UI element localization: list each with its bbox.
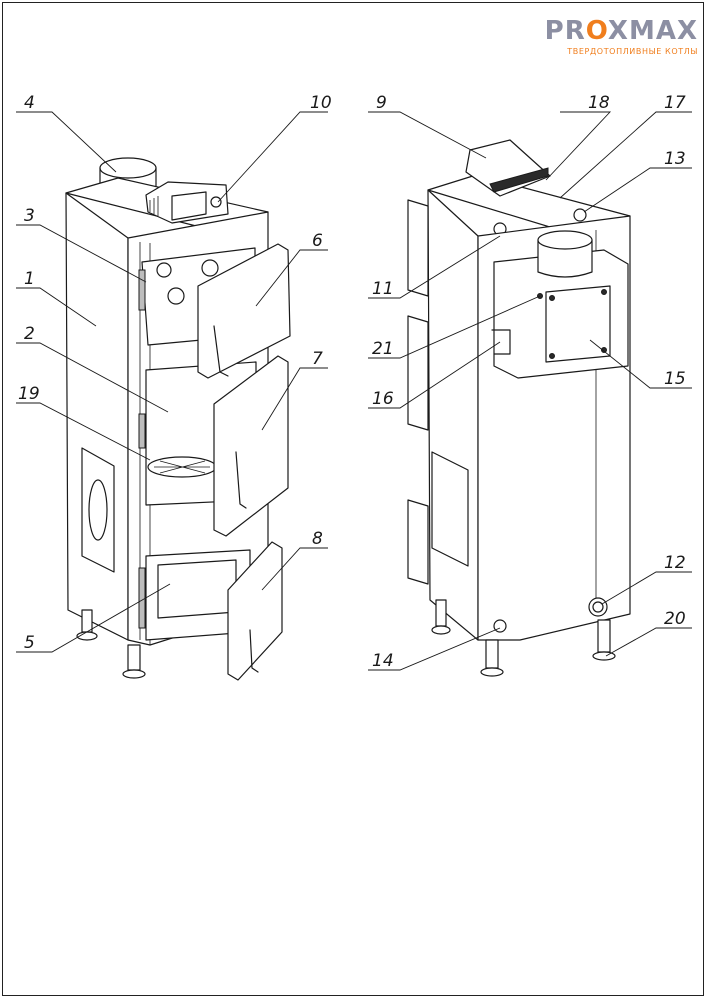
callout-10: 10 xyxy=(310,93,332,113)
brand-subtitle: ТВЕРДОТОПЛИВНЫЕ КОТЛЫ xyxy=(567,47,698,56)
brand-wordmark: PROXMAX xyxy=(545,18,698,44)
callout-4: 4 xyxy=(24,93,35,113)
leader-20 xyxy=(605,627,692,657)
leader-7 xyxy=(261,367,328,431)
return-pipe-bore xyxy=(592,601,604,613)
cover-bolt xyxy=(549,353,555,359)
callout-6: 6 xyxy=(312,231,323,251)
loading-door[interactable] xyxy=(213,355,289,537)
leader-9 xyxy=(368,111,487,159)
leader-16 xyxy=(368,341,501,409)
leader-13 xyxy=(583,167,692,213)
logo-suffix: XMAX xyxy=(607,16,698,46)
boiler-rear-view xyxy=(407,139,631,677)
rear-leg xyxy=(435,599,447,627)
leg-foot xyxy=(480,667,504,677)
leg-back-left xyxy=(81,609,93,633)
callout-3: 3 xyxy=(24,206,35,226)
leader-17 xyxy=(559,111,692,199)
hinge-lower xyxy=(138,567,146,629)
gauge-temperature xyxy=(201,259,219,277)
logo-flame-o: O xyxy=(585,16,608,46)
callout-7: 7 xyxy=(312,349,323,369)
leader-21 xyxy=(368,295,541,359)
callout-13: 13 xyxy=(664,149,686,169)
leader-3 xyxy=(16,224,147,283)
side-panel xyxy=(65,192,129,641)
logo-prefix: PR xyxy=(544,16,586,46)
cover-bolt xyxy=(601,347,607,353)
bracket-16 xyxy=(491,329,511,355)
callout-1: 1 xyxy=(24,269,35,289)
ash-door-handle[interactable] xyxy=(249,629,259,673)
cover-bolt xyxy=(601,289,607,295)
controller-vents xyxy=(149,196,159,216)
leader-11 xyxy=(368,235,501,299)
leader-5 xyxy=(16,583,171,653)
flue-pipe-top xyxy=(99,157,157,179)
leader-8 xyxy=(261,547,328,591)
leg-foot xyxy=(431,625,451,635)
side-door-upper xyxy=(407,199,429,297)
inspection-cover xyxy=(545,285,611,363)
callout-16: 16 xyxy=(372,389,394,409)
ash-door[interactable] xyxy=(227,541,283,681)
callout-9: 9 xyxy=(376,93,387,113)
controller-terminals xyxy=(489,167,549,193)
callout-14: 14 xyxy=(372,651,394,671)
callout-19: 19 xyxy=(18,384,40,404)
leader-12 xyxy=(601,571,692,605)
rear-side-panel xyxy=(427,189,479,641)
callout-2: 2 xyxy=(24,324,35,344)
upper-door[interactable] xyxy=(197,243,291,379)
hinge-upper xyxy=(138,269,146,311)
chimney-pipe-top xyxy=(537,230,593,250)
leader-4 xyxy=(16,111,117,173)
side-door-middle xyxy=(407,315,429,431)
callout-5: 5 xyxy=(24,633,35,653)
controller-knob xyxy=(210,196,222,208)
loading-door-handle[interactable] xyxy=(235,451,247,509)
callout-11: 11 xyxy=(372,279,394,299)
leader-lines xyxy=(16,111,692,671)
rear-leg xyxy=(485,639,499,669)
callout-21: 21 xyxy=(372,339,394,359)
leader-19 xyxy=(16,402,151,461)
callout-15: 15 xyxy=(664,369,686,389)
leader-15 xyxy=(589,339,692,389)
ash-pan xyxy=(157,559,237,619)
callout-17: 17 xyxy=(664,93,686,113)
leader-10 xyxy=(217,111,328,203)
side-hatch-opening xyxy=(88,479,108,541)
leader-2 xyxy=(16,342,169,413)
gauge-left xyxy=(156,262,172,278)
callout-8: 8 xyxy=(312,529,323,549)
grate-bars xyxy=(154,460,210,474)
side-door-lower xyxy=(407,499,429,585)
leg-foot xyxy=(122,669,146,679)
chimney-pipe xyxy=(537,239,593,278)
hinge-middle xyxy=(138,413,146,449)
leader-6 xyxy=(255,249,328,307)
leader-14 xyxy=(368,627,501,671)
gauge-pressure xyxy=(167,287,185,305)
brand-logo: PROXMAX ТВЕРДОТОПЛИВНЫЕ КОТЛЫ xyxy=(545,18,698,56)
cover-bolt xyxy=(549,295,555,301)
callout-12: 12 xyxy=(664,553,686,573)
rear-side-hatch xyxy=(431,451,469,567)
leader-18 xyxy=(545,111,612,181)
controller-display xyxy=(171,191,207,221)
leader-1 xyxy=(16,287,97,327)
upper-door-handle[interactable] xyxy=(213,325,229,377)
boiler-front-view xyxy=(65,157,291,681)
rear-leg xyxy=(597,619,611,653)
callout-numbers: 4 3 1 2 19 5 10 6 7 8 9 18 17 13 11 21 1… xyxy=(18,93,686,671)
callout-18: 18 xyxy=(588,93,610,113)
callout-20: 20 xyxy=(664,609,686,629)
top-socket xyxy=(573,208,587,222)
leg-front-left xyxy=(127,644,141,671)
